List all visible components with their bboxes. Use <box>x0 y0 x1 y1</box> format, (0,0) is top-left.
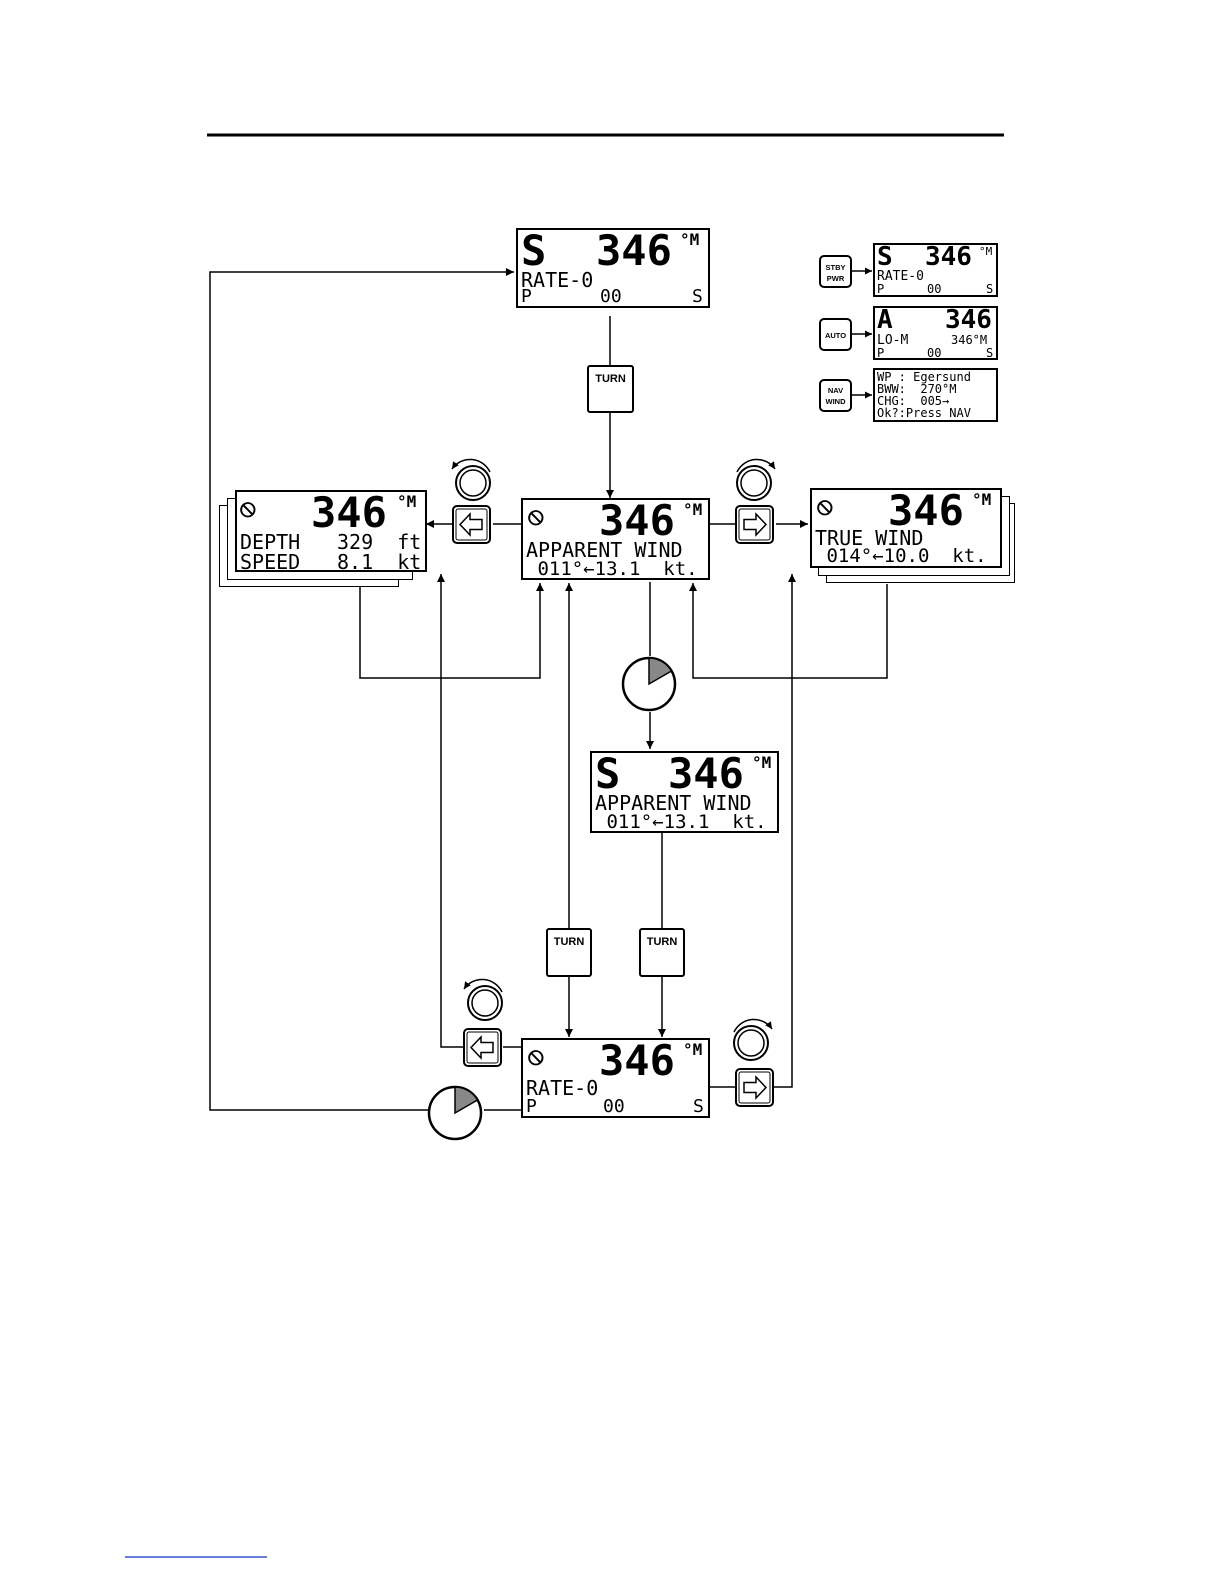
waypoint-line: WP : Egersund <box>877 370 971 384</box>
left-arrow-key-icon[interactable] <box>452 505 491 544</box>
p-label: P <box>526 1096 537 1117</box>
right-arrow-key-icon[interactable] <box>735 505 774 544</box>
depth-return-line <box>359 583 544 679</box>
turn-button[interactable]: TURN <box>546 928 592 977</box>
speed-label: SPEED <box>240 550 301 572</box>
rate-line: RATE-0 <box>526 1076 599 1100</box>
wind-values: 014°←10.0 kt. <box>815 545 987 567</box>
set-heading: 346°M <box>951 333 988 347</box>
rotary-knob-icon <box>733 1018 773 1061</box>
bottom-left-to-depth-line <box>437 574 463 1048</box>
depth-value: 329 ft. <box>337 530 427 554</box>
heading-value: 346 <box>668 751 744 798</box>
heading-unit: °M <box>979 245 993 258</box>
lo-m-line: LO-M <box>877 333 909 348</box>
circle-slash-icon: ⦸ <box>240 494 256 522</box>
circle-slash-icon: ⦸ <box>528 1042 544 1070</box>
heading-unit: °M <box>680 230 700 249</box>
rotary-knob-icon <box>736 458 776 501</box>
heading-value: 346 <box>599 1038 675 1085</box>
chg-line: CHG: 005→ <box>877 394 950 408</box>
heading-unit: °M <box>683 500 703 519</box>
p-value: 00 <box>603 1096 625 1117</box>
p-value: 00 <box>600 286 622 307</box>
heading-unit: °M <box>683 1040 703 1059</box>
side-label: S <box>986 346 994 360</box>
p-value: 00 <box>927 346 942 360</box>
rotary-knob-icon <box>463 978 503 1021</box>
bottom-right-to-truewind-line <box>774 574 796 1088</box>
bww-line: BWW: 270°M <box>877 382 957 396</box>
heading-value: 346 <box>599 498 675 545</box>
nav-wind-button[interactable]: NAV WIND <box>819 379 852 412</box>
rate-line: RATE-0 <box>521 268 594 292</box>
loop-to-top-line <box>209 268 514 1111</box>
heading-unit: °M <box>972 490 992 509</box>
heading-unit: °M <box>752 753 772 772</box>
apparent-wind-standby-screen: S 346 °M APPARENT WIND 011°←13.1 kt. <box>590 751 779 833</box>
legend-nav-screen: WP : Egersund BWW: 270°M CHG: 005→ Ok?:P… <box>873 368 998 422</box>
side-label: S <box>692 286 703 307</box>
rotary-knob-icon <box>451 458 491 501</box>
wind-title: TRUE WIND <box>815 526 924 550</box>
p-label: P <box>521 286 532 307</box>
wind-title: APPARENT WIND <box>595 791 752 815</box>
standby-screen-top: S 346 °M RATE-0 P 00 S <box>516 228 710 308</box>
rate-line: RATE-0 <box>877 269 924 284</box>
p-label: P <box>877 282 885 296</box>
heading-value: 346 <box>945 306 992 335</box>
heading-value: 346 <box>888 488 964 535</box>
turn-button[interactable]: TURN <box>639 928 685 977</box>
wind-values: 011°←13.1 kt. <box>595 811 767 833</box>
heading-value: 346 <box>925 243 972 272</box>
heading-value: 346 <box>596 228 672 275</box>
heading-value: 346 <box>311 490 387 537</box>
timer-clock-icon <box>621 656 677 712</box>
depth-label: DEPTH <box>240 530 301 554</box>
truewind-return-line <box>689 583 888 679</box>
mode-letter: S <box>595 751 621 798</box>
auto-button[interactable]: AUTO <box>819 318 852 351</box>
mode-letter: A <box>877 306 893 335</box>
wind-title: APPARENT WIND <box>526 538 683 562</box>
right-arrow-key-icon[interactable] <box>735 1068 774 1107</box>
mode-letter: S <box>521 228 547 275</box>
wind-values: 011°←13.1 kt. <box>526 558 698 580</box>
p-value: 00 <box>927 282 942 296</box>
side-label: S <box>986 282 994 296</box>
turn-button[interactable]: TURN <box>587 365 634 413</box>
connectors <box>209 267 888 1111</box>
left-arrow-key-icon[interactable] <box>463 1028 502 1067</box>
timer-clock-icon <box>427 1085 483 1141</box>
circle-slash-icon: ⦸ <box>528 502 544 530</box>
depth-speed-screen: ⦸ 346 °M DEPTH 329 ft. SPEED 8.1 kt. <box>235 490 427 572</box>
circle-slash-icon: ⦸ <box>817 492 833 520</box>
heading-unit: °M <box>397 492 417 511</box>
legend-standby-screen: S 346 °M RATE-0 P 00 S <box>873 243 998 297</box>
confirm-line: Ok?:Press NAV <box>877 406 971 420</box>
legend-auto-screen: A 346 LO-M 346°M P 00 S <box>873 306 998 360</box>
true-wind-screen: ⦸ 346 °M TRUE WIND 014°←10.0 kt. <box>810 488 1002 568</box>
side-label: S <box>693 1096 704 1117</box>
mode-letter: S <box>877 243 893 272</box>
stby-pwr-button[interactable]: STBY PWR <box>819 255 852 288</box>
p-label: P <box>877 346 885 360</box>
speed-value: 8.1 kt. <box>337 550 427 572</box>
rate-screen-bottom: ⦸ 346 °M RATE-0 P 00 S <box>521 1038 710 1118</box>
apparent-wind-screen: ⦸ 346 °M APPARENT WIND 011°←13.1 kt. <box>521 498 710 580</box>
